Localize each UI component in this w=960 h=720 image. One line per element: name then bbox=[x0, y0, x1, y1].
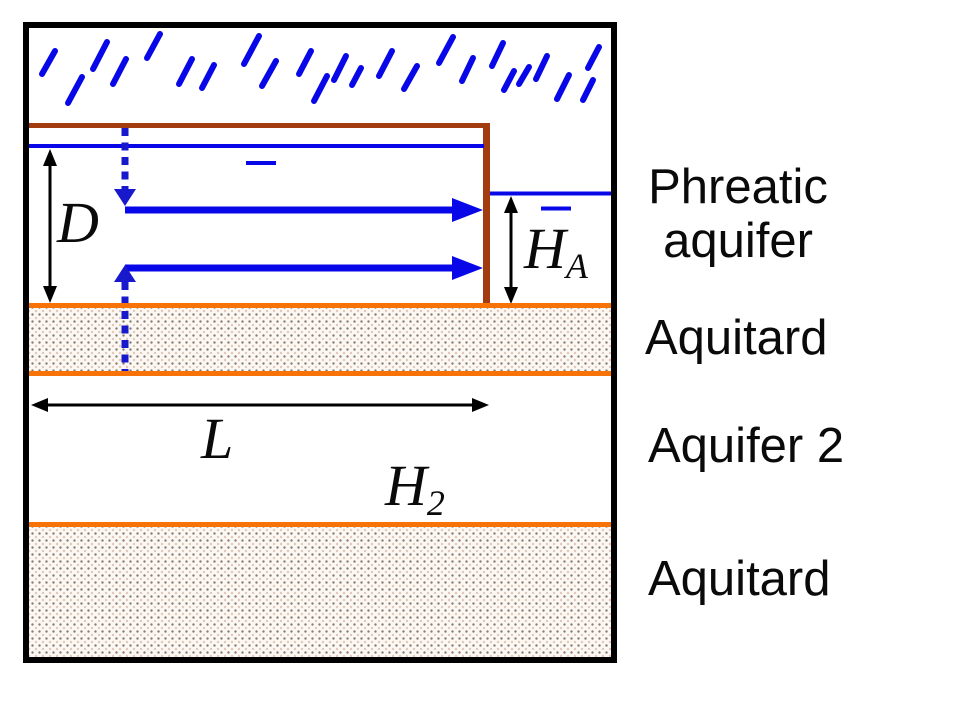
dim-label-H2-base: H bbox=[385, 453, 427, 518]
dim-D-head-bottom bbox=[43, 286, 57, 303]
dim-label-HA-base: H bbox=[524, 216, 566, 281]
label-aquitard-upper: Aquitard bbox=[645, 311, 828, 365]
label-phreatic-line1: Phreatic bbox=[648, 160, 828, 214]
dim-label-HA: HA bbox=[524, 220, 588, 285]
label-aquifer-2: Aquifer 2 bbox=[648, 419, 845, 473]
leakage-arrow-head bbox=[114, 265, 136, 282]
dim-label-L: L bbox=[201, 406, 234, 471]
dim-L-head-left bbox=[31, 398, 48, 412]
flow-arrow-lower-head bbox=[452, 256, 483, 280]
recharge-arrow-head bbox=[114, 189, 136, 206]
label-phreatic-line2: aquifer bbox=[663, 214, 813, 268]
dim-D-head-top bbox=[43, 149, 57, 166]
dim-label-D: D bbox=[57, 190, 99, 255]
dim-label-H2-sub: 2 bbox=[426, 483, 445, 524]
dim-label-HA-sub: A bbox=[565, 246, 588, 287]
rain-icon bbox=[39, 31, 602, 106]
label-phreatic-aquifer: Phreatic aquifer bbox=[628, 160, 848, 268]
label-aquitard-lower: Aquitard bbox=[648, 552, 831, 606]
dim-HA-head-bottom bbox=[504, 287, 518, 304]
dim-L-head-right bbox=[472, 398, 489, 412]
cross-section-frame bbox=[23, 22, 617, 663]
aquitard-lower-fill bbox=[29, 523, 611, 657]
dim-label-H2: H2 bbox=[385, 457, 445, 522]
dim-HA-head-top bbox=[504, 196, 518, 213]
flow-arrow-upper-head bbox=[452, 198, 483, 222]
